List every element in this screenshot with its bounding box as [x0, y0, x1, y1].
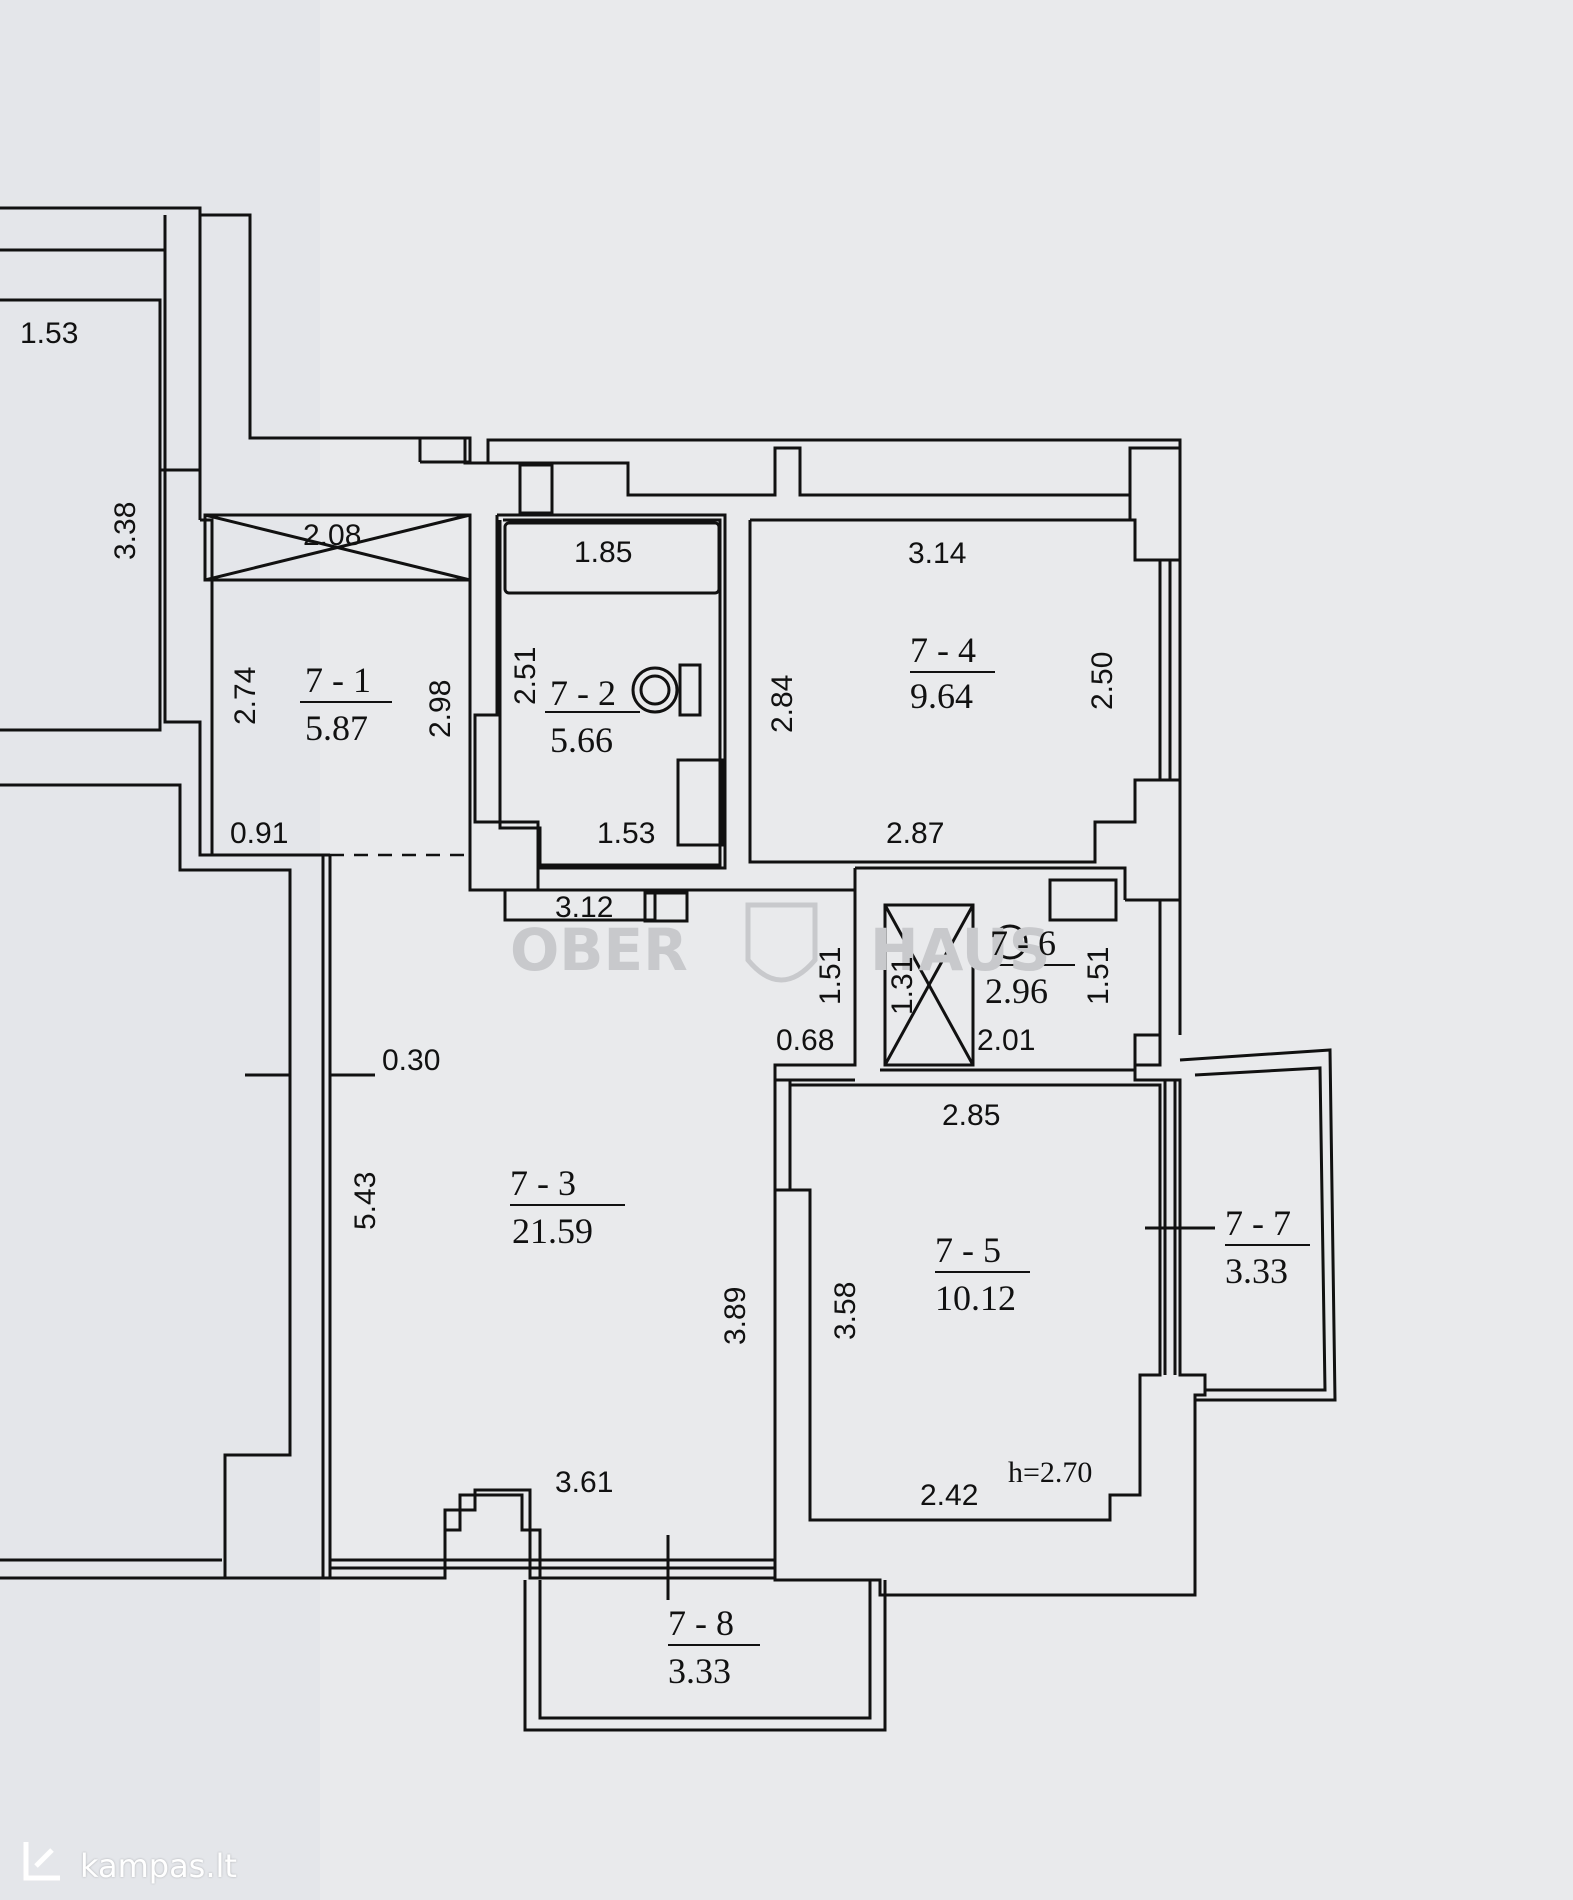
dim-0-30: 0.30	[382, 1044, 440, 1077]
toilet-tank	[678, 663, 702, 717]
dim-1-51-left: 1.51	[814, 947, 847, 1005]
toilet-bowl	[631, 666, 679, 714]
room-7-5-id: 7 - 5	[935, 1230, 1001, 1270]
room-7-4-id: 7 - 4	[910, 630, 976, 670]
dim-3-38: 3.38	[109, 502, 142, 560]
wall-left-room	[0, 298, 162, 732]
toilet-7-6	[992, 924, 1028, 960]
room-7-3-id: 7 - 3	[510, 1163, 576, 1203]
dim-1-31: 1.31	[886, 957, 919, 1015]
wall-7-3-bottom	[328, 855, 775, 1580]
kitchen-counter	[503, 890, 657, 922]
dim-1-53-bath: 1.53	[597, 817, 655, 850]
paper-left-strip	[0, 0, 320, 1900]
wall-7-6-right	[880, 898, 1162, 1072]
room-7-5-area: 10.12	[935, 1278, 1016, 1318]
wall-7-6-top	[855, 866, 1127, 900]
room-7-7-id: 7 - 7	[1225, 1203, 1291, 1243]
balcony-7-7-inner	[1194, 1066, 1327, 1392]
dim-3-12: 3.12	[555, 891, 613, 924]
dim-1-53-top: 1.53	[20, 317, 78, 350]
dim-2-08: 2.08	[303, 519, 361, 552]
bathtub	[503, 521, 721, 595]
dim-2-87: 2.87	[886, 817, 944, 850]
watermark-text: OBER	[510, 916, 688, 984]
room-7-1-area: 5.87	[305, 708, 368, 748]
dim-3-89: 3.89	[719, 1287, 752, 1345]
watermark-text-2: HAUS	[870, 916, 1051, 984]
dim-1-85: 1.85	[574, 536, 632, 569]
sink	[643, 891, 689, 923]
balcony-7-7	[1179, 1048, 1337, 1402]
wall-7-5-outer	[773, 1035, 1207, 1597]
dim-2-42: 2.42	[920, 1479, 978, 1512]
walls	[0, 206, 1337, 1732]
watermark-shield-icon	[745, 902, 818, 983]
vent-shaft	[518, 463, 554, 515]
toilet-seat	[639, 674, 671, 706]
room-7-4-area: 9.64	[910, 676, 973, 716]
dim-3-14: 3.14	[908, 537, 966, 570]
room-7-6-id: 7 - 6	[990, 923, 1056, 963]
dim-2-85: 2.85	[942, 1099, 1000, 1132]
dim-1-51-right: 1.51	[1082, 947, 1115, 1005]
room-7-8-id: 7 - 8	[668, 1603, 734, 1643]
room-7-6-area: 2.96	[985, 971, 1048, 1011]
balcony-7-8	[523, 1580, 887, 1732]
room-7-2-id: 7 - 2	[550, 673, 616, 713]
balcony-7-8-inner	[538, 1580, 872, 1720]
dim-2-74: 2.74	[229, 667, 262, 725]
wall-left-lower	[163, 470, 330, 857]
room-7-7-area: 3.33	[1225, 1251, 1288, 1291]
room-7-3-area: 21.59	[512, 1211, 593, 1251]
pillar-bottom	[443, 1493, 542, 1578]
wall-7-5-door	[775, 1080, 792, 1192]
wall-top-notch	[418, 436, 467, 462]
room-7-8-area: 3.33	[668, 1651, 731, 1691]
wall-7-1-left	[200, 518, 214, 855]
dim-2-01: 2.01	[977, 1024, 1035, 1057]
dim-2-50: 2.50	[1086, 652, 1119, 710]
kampas-logo-text[interactable]: kampas.lt	[80, 1847, 237, 1885]
ceiling-height: h=2.70	[1008, 1456, 1092, 1489]
window-7-6	[1160, 898, 1182, 1035]
label-underlines	[300, 671, 1310, 1646]
washbasin-7-6	[1048, 878, 1118, 922]
washing-machine	[676, 758, 724, 847]
wall-7-2	[473, 513, 727, 870]
dim-5-43: 5.43	[349, 1172, 382, 1230]
dim-2-51: 2.51	[509, 647, 542, 705]
wall-7-5-inner	[788, 1083, 1162, 1522]
wall-7-2-inner	[498, 518, 722, 867]
wall-left-neighbour	[0, 783, 292, 1580]
dim-2-84: 2.84	[766, 675, 799, 733]
kampas-logo-icon	[23, 1842, 60, 1881]
closet-cross-2	[204, 513, 471, 582]
shower-tray	[883, 903, 975, 1067]
dim-2-98: 2.98	[424, 680, 457, 738]
room-7-2-area: 5.66	[550, 720, 613, 760]
dim-3-61: 3.61	[555, 1466, 613, 1499]
dim-3-58: 3.58	[829, 1282, 862, 1340]
room-7-1-id: 7 - 1	[305, 660, 371, 700]
dim-0-91: 0.91	[230, 817, 288, 850]
dim-0-68: 0.68	[776, 1024, 834, 1057]
wall-7-4	[748, 518, 1162, 864]
shower-cross-2	[883, 904, 975, 1066]
wall-top-left	[0, 206, 472, 464]
